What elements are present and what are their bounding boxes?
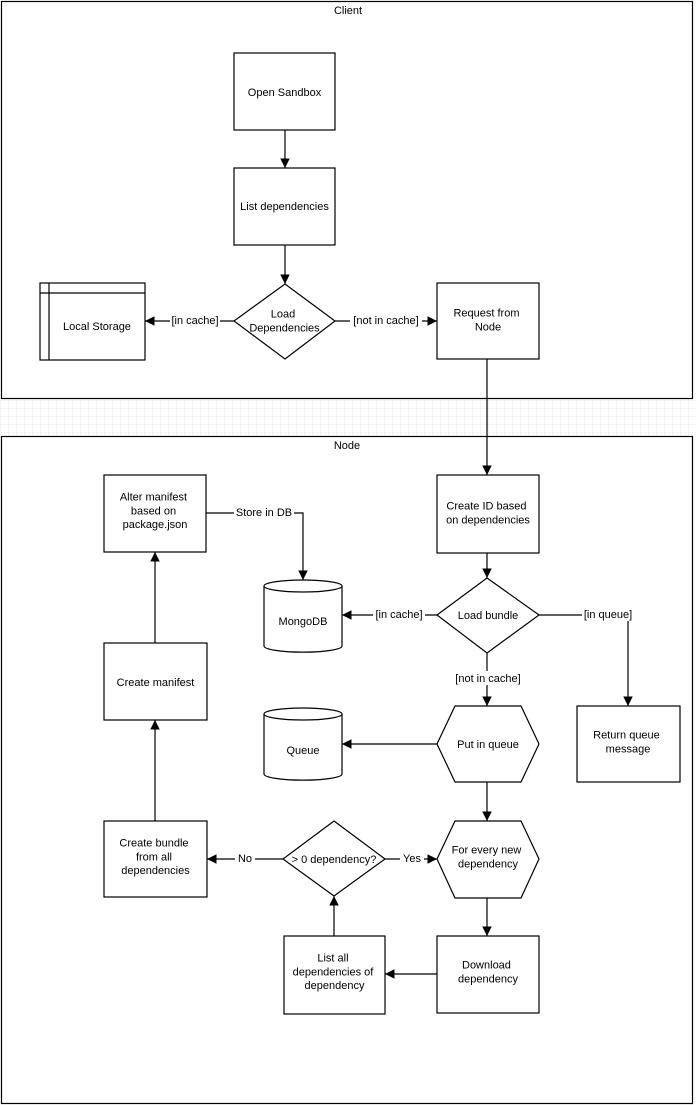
node-lane-title: Node bbox=[334, 440, 360, 452]
edge-label-no: No bbox=[238, 853, 252, 865]
edge-label-in-queue: [in queue] bbox=[584, 609, 632, 621]
local-storage-text: Local Storage bbox=[63, 321, 131, 333]
edge-label-not-in-cache-node: [not in cache] bbox=[455, 673, 520, 685]
put-in-queue-text: Put in queue bbox=[457, 739, 519, 751]
download-dependency-text: Download dependency bbox=[458, 960, 518, 986]
load-bundle-decision bbox=[435, 577, 541, 654]
open-sandbox-text: Open Sandbox bbox=[248, 87, 322, 99]
create-bundle-box bbox=[103, 820, 208, 898]
return-queue-message-box bbox=[576, 705, 681, 783]
request-from-node-text: Request from Node bbox=[453, 308, 522, 334]
edge-label-not-in-cache-client: [not in cache] bbox=[353, 315, 418, 327]
list-dependencies-text: List dependencies bbox=[240, 201, 329, 213]
return-queue-message-text: Return queue message bbox=[593, 730, 663, 756]
for-every-new-dependency-text: For every new dependency bbox=[452, 845, 525, 871]
load-dependencies-text: Load Dependencies bbox=[249, 309, 320, 335]
list-dependencies-box bbox=[233, 167, 336, 246]
dependency-check-decision bbox=[281, 820, 387, 897]
dependency-check-text: > 0 dependency? bbox=[292, 854, 377, 866]
create-bundle-text: Create bundle from all dependencies bbox=[119, 838, 191, 878]
download-dependency-box bbox=[436, 935, 540, 1014]
edge-label-yes: Yes bbox=[403, 853, 421, 865]
edge-labels: [in cache] [not in cache] Store in DB [i… bbox=[170, 313, 635, 865]
queue-text: Queue bbox=[286, 745, 319, 757]
request-from-node-box bbox=[436, 282, 540, 360]
client-lane-title: Client bbox=[334, 5, 362, 17]
load-bundle-text: Load bundle bbox=[458, 610, 519, 622]
list-all-dependencies-text: List all dependencies of dependency bbox=[293, 953, 377, 993]
edge-label-in-cache-node: [in cache] bbox=[375, 609, 422, 621]
grid-strip bbox=[0, 399, 696, 437]
mongodb-cylinder bbox=[263, 579, 343, 653]
put-in-queue-hexagon bbox=[436, 705, 540, 783]
queue-cylinder bbox=[263, 707, 343, 781]
mongodb-text: MongoDB bbox=[279, 616, 328, 628]
alter-manifest-text: Alter manifest based on package.json bbox=[120, 492, 190, 532]
create-id-box bbox=[436, 474, 540, 554]
alter-manifest-box bbox=[103, 474, 207, 553]
open-sandbox-box bbox=[233, 52, 336, 131]
create-manifest-box bbox=[103, 642, 208, 721]
edge-label-store-in-db: Store in DB bbox=[236, 507, 292, 519]
load-dependencies-decision bbox=[232, 283, 337, 360]
create-manifest-text: Create manifest bbox=[117, 677, 195, 689]
create-id-text: Create ID based on dependencies bbox=[446, 501, 530, 527]
list-all-dependencies-box bbox=[283, 935, 386, 1015]
local-storage-box bbox=[39, 282, 146, 361]
edge-label-in-cache-client: [in cache] bbox=[171, 315, 218, 327]
for-every-new-dependency-hexagon bbox=[436, 820, 540, 899]
